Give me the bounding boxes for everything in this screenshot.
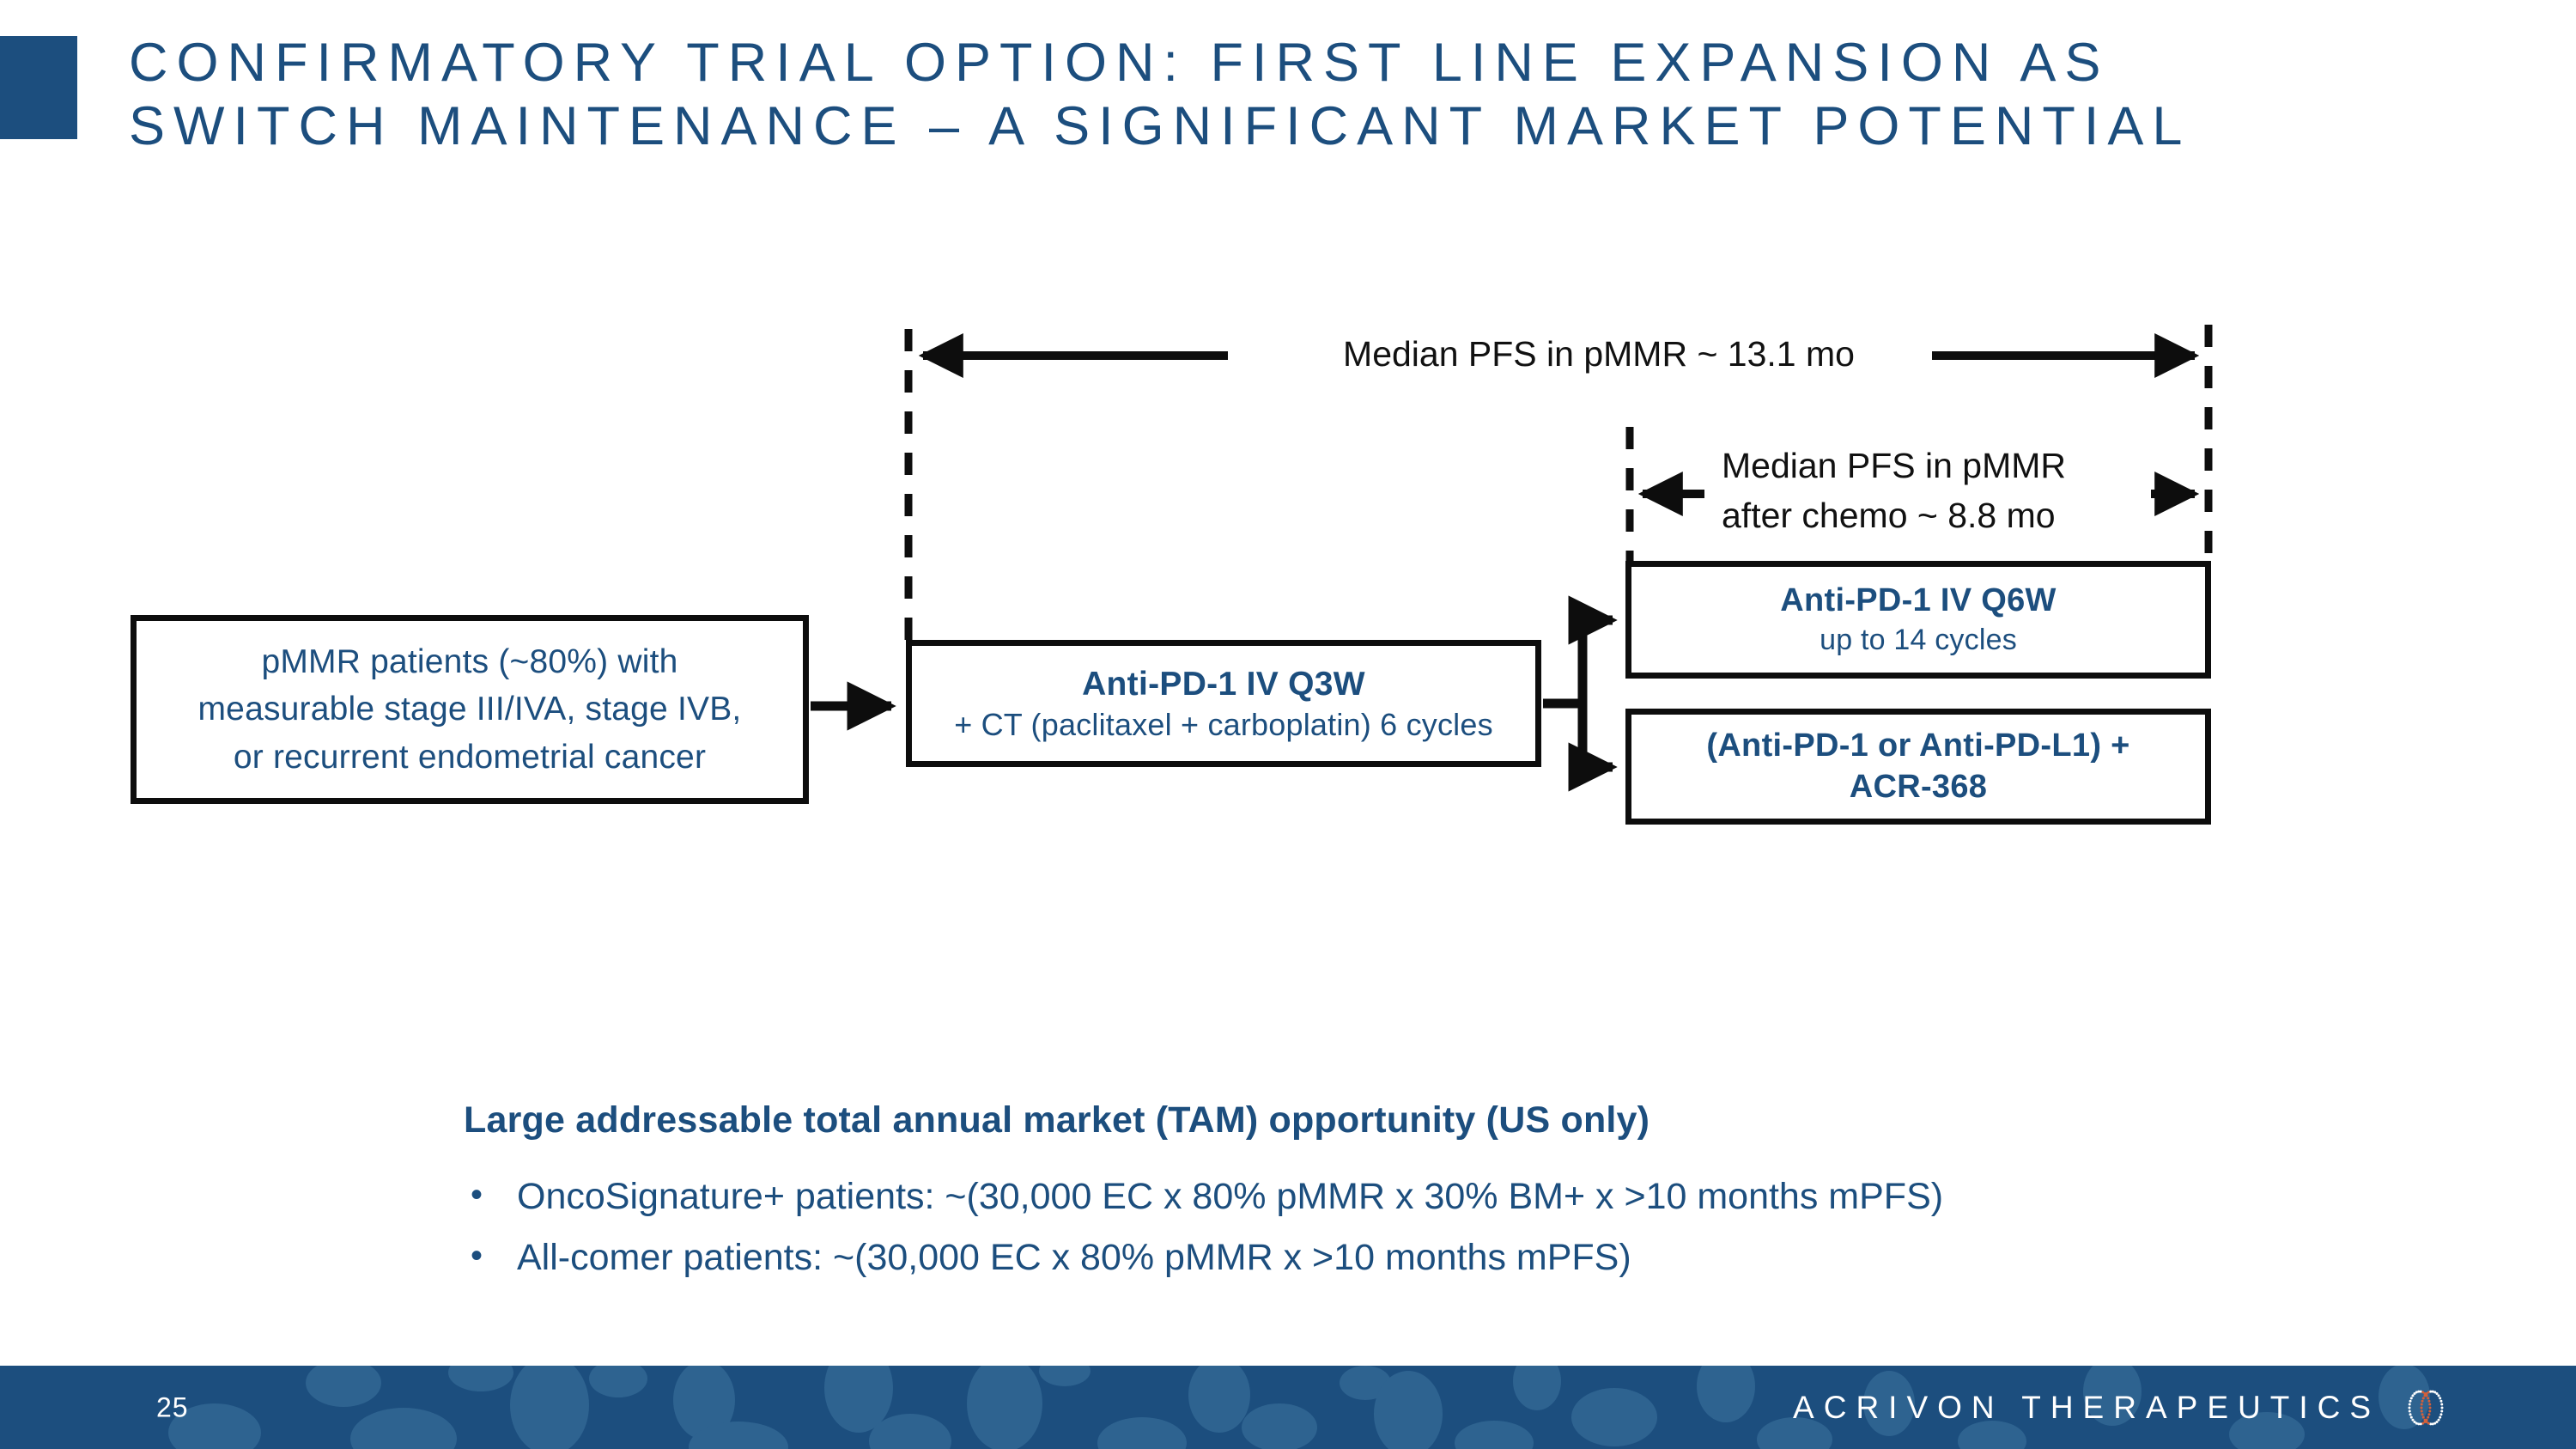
page-number: 25 xyxy=(156,1391,189,1422)
footer-ellipse-pattern-icon xyxy=(168,1366,2430,1449)
title-accent-bar xyxy=(0,36,77,139)
trial-design-diagram: Median PFS in pMMR ~ 13.1 mo Median PFS … xyxy=(131,325,2213,825)
market-heading: Large addressable total annual market (T… xyxy=(464,1099,1650,1141)
slide-footer: 25 ACRIVON THERAPEUTICS xyxy=(0,1366,2576,1449)
market-bullet-1: OncoSignature+ patients: ~(30,000 EC x 8… xyxy=(517,1176,1944,1217)
box-maintenance-line-1: Anti-PD-1 IV Q6W xyxy=(1780,582,2057,619)
box-maintenance-line-2: up to 14 cycles xyxy=(1820,624,2017,657)
box-induction-line-2: + CT (paclitaxel + carboplatin) 6 cycles xyxy=(954,706,1493,742)
box-combination-arm[interactable]: (Anti-PD-1 or Anti-PD-L1) + ACR-368 xyxy=(1625,709,2211,825)
annotation-pfs-total: Median PFS in pMMR ~ 13.1 mo xyxy=(1343,334,1855,374)
annotation-pfs-after-chemo: Median PFS in pMMR after chemo ~ 8.8 mo xyxy=(1722,446,2067,536)
bullet-marker-icon: • xyxy=(471,1176,483,1214)
footer-brand: ACRIVON THERAPEUTICS xyxy=(1793,1385,2449,1431)
list-item: • All-comer patients: ~(30,000 EC x 80% … xyxy=(464,1232,2396,1284)
market-bullet-2: All-comer patients: ~(30,000 EC x 80% pM… xyxy=(517,1237,1631,1279)
box-population-line-2: measurable stage III/IVA, stage IVB, xyxy=(197,691,742,728)
box-population-line-3: or recurrent endometrial cancer xyxy=(233,738,707,776)
page-title: CONFIRMATORY TRIAL OPTION: FIRST LINE EX… xyxy=(129,33,2191,157)
acrivon-logo-icon xyxy=(2403,1385,2449,1431)
box-patient-population[interactable]: pMMR patients (~80%) with measurable sta… xyxy=(131,615,809,804)
bullet-marker-icon: • xyxy=(471,1237,483,1275)
connector-induction-branch-trunk xyxy=(1543,620,1588,709)
box-combo-line-1: (Anti-PD-1 or Anti-PD-L1) + xyxy=(1706,727,2130,764)
list-item: • OncoSignature+ patients: ~(30,000 EC x… xyxy=(464,1171,2396,1223)
market-opportunity-block: Large addressable total annual market (T… xyxy=(464,1099,2396,1293)
box-induction-line-1: Anti-PD-1 IV Q3W xyxy=(1082,665,1365,703)
box-population-line-1: pMMR patients (~80%) with xyxy=(261,642,678,680)
box-induction-therapy[interactable]: Anti-PD-1 IV Q3W + CT (paclitaxel + carb… xyxy=(906,640,1541,767)
diagram-connectors xyxy=(811,325,2213,792)
brand-name: ACRIVON THERAPEUTICS xyxy=(1793,1389,2380,1425)
box-combo-line-2: ACR-368 xyxy=(1849,768,1988,805)
box-maintenance-arm[interactable]: Anti-PD-1 IV Q6W up to 14 cycles xyxy=(1625,561,2211,679)
